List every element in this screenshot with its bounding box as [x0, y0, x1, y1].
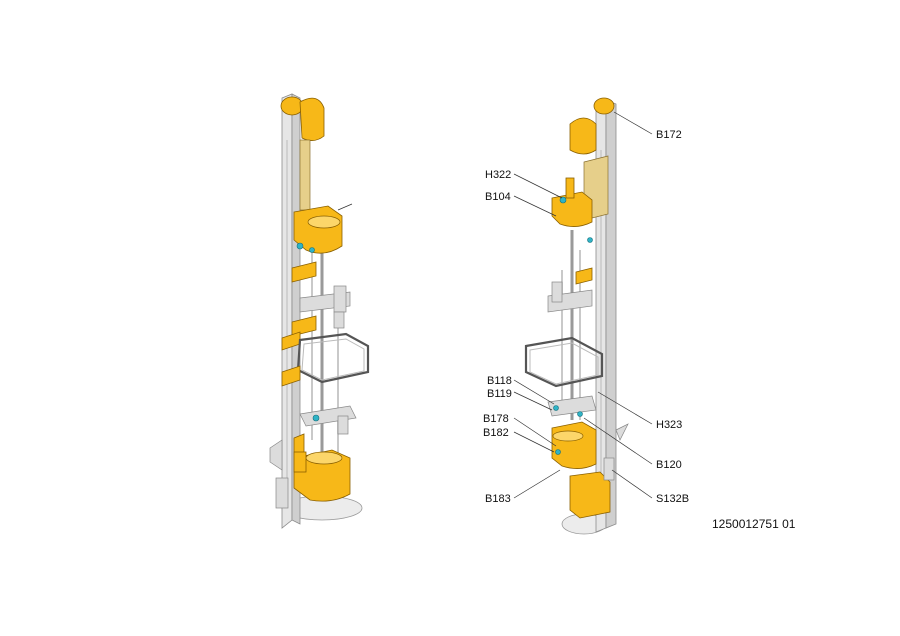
left-side-bracket — [269, 439, 283, 471]
callout-b119: B119 — [487, 388, 512, 400]
left-top-motor — [299, 97, 325, 141]
leader-lines — [513, 111, 653, 499]
callout-b183: B183 — [485, 493, 511, 505]
left-frame-loop — [296, 332, 370, 384]
callout-b118: B118 — [487, 375, 512, 387]
right-top-pulley — [593, 97, 615, 115]
left-sensor-upper — [296, 242, 304, 250]
right-assembly — [524, 97, 629, 535]
callout-h322: H322 — [485, 169, 511, 181]
left-top-pulley — [280, 96, 304, 116]
callout-b182: B182 — [483, 427, 509, 439]
left-bottom-unit — [293, 433, 351, 502]
callout-s132b: S132B — [656, 493, 689, 505]
right-frame-loop — [524, 336, 604, 388]
drawing-number: 1250012751 01 — [712, 517, 796, 531]
callout-b120: B120 — [656, 459, 682, 471]
left-assembly — [269, 93, 370, 529]
callout-labels: B172 H322 B104 B118 B119 B178 B182 B183 … — [483, 129, 689, 505]
right-bottom-unit — [551, 421, 597, 469]
right-top-motor — [569, 117, 597, 155]
callout-b178: B178 — [483, 413, 509, 425]
right-sensor-h322 — [559, 196, 567, 204]
right-gear-unit — [569, 471, 611, 519]
left-lower-clamp — [275, 477, 289, 509]
callout-b104: B104 — [485, 191, 511, 203]
callout-b172: B172 — [656, 129, 682, 141]
callout-h323: H323 — [656, 419, 682, 431]
